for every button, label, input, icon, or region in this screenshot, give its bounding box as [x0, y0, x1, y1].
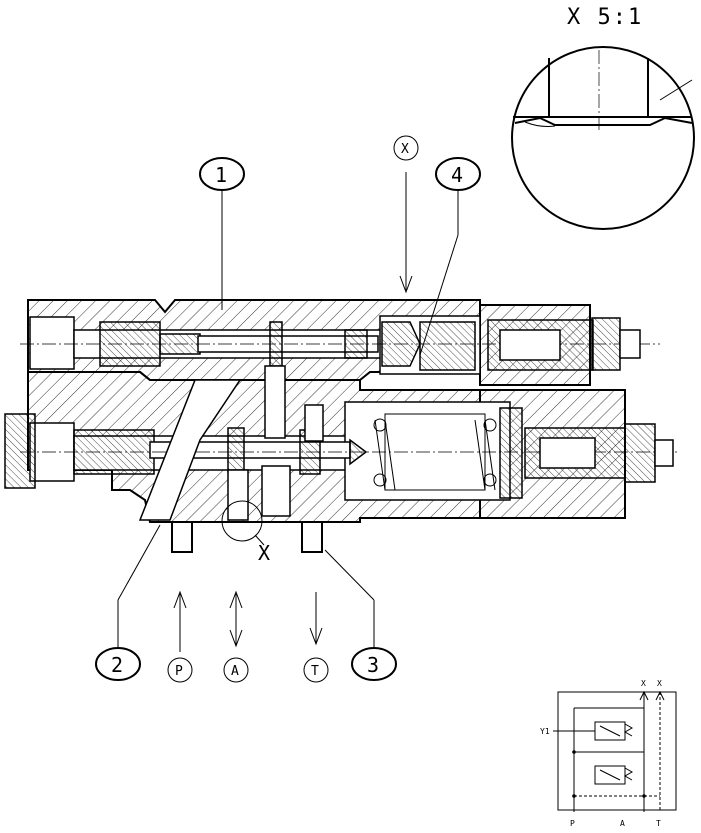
port-pins: [171, 521, 323, 553]
detail-contents: [513, 50, 693, 130]
detail-view: X 5:1: [511, 5, 695, 230]
schematic-top-x2: X: [657, 679, 662, 688]
port-a: A: [223, 590, 249, 683]
callout-1: 1: [199, 157, 245, 310]
lower-actuator: [524, 423, 674, 483]
passages: [138, 365, 324, 521]
schematic-top-x1: X: [641, 679, 646, 688]
detail-circle: [511, 46, 695, 230]
schematic-bottom-a: A: [620, 819, 625, 828]
detail-view-title: X 5:1: [567, 5, 643, 30]
port-t: T: [303, 592, 329, 683]
callout-1-label: 1: [215, 163, 227, 187]
callout-4-label: 4: [451, 163, 463, 187]
port-x-label: X: [401, 142, 409, 157]
upper-actuator: [487, 317, 641, 371]
hydraulic-schematic: X X Y1 P A T: [540, 679, 677, 828]
schematic-bottom-p: P: [570, 819, 575, 828]
callout-3: 3: [324, 549, 397, 681]
port-p-label: P: [175, 664, 183, 679]
spring-assembly: [373, 407, 523, 499]
port-a-label: A: [231, 664, 239, 679]
callout-4: 4: [419, 157, 481, 356]
section-marker-label: X: [258, 541, 270, 565]
callout-2-label: 2: [111, 653, 123, 677]
lower-spool: [20, 427, 680, 475]
callout-3-label: 3: [367, 653, 379, 677]
section-marker: X: [221, 500, 270, 565]
port-x: X: [393, 135, 419, 294]
port-t-label: T: [311, 664, 319, 679]
schematic-bottom-t: T: [656, 819, 661, 828]
schematic-solenoid-label: Y1: [540, 727, 550, 736]
callout-2: 2: [95, 524, 161, 681]
port-p: P: [167, 590, 193, 683]
